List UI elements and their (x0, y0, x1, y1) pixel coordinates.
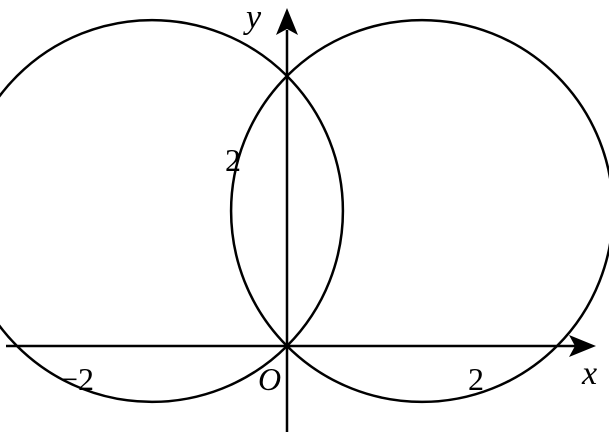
y-tick-label-2: 2 (225, 142, 241, 178)
origin-label: O (258, 361, 281, 397)
x-tick-label-neg2: −2 (60, 361, 94, 397)
y-axis-label: y (243, 0, 262, 36)
x-axis-label: x (581, 355, 597, 392)
y-axis-arrow-icon (276, 8, 298, 35)
x-tick-label-2: 2 (468, 361, 484, 397)
right-circle (229, 18, 609, 404)
x-axis-arrow-icon (569, 335, 596, 357)
left-circle (0, 18, 345, 404)
